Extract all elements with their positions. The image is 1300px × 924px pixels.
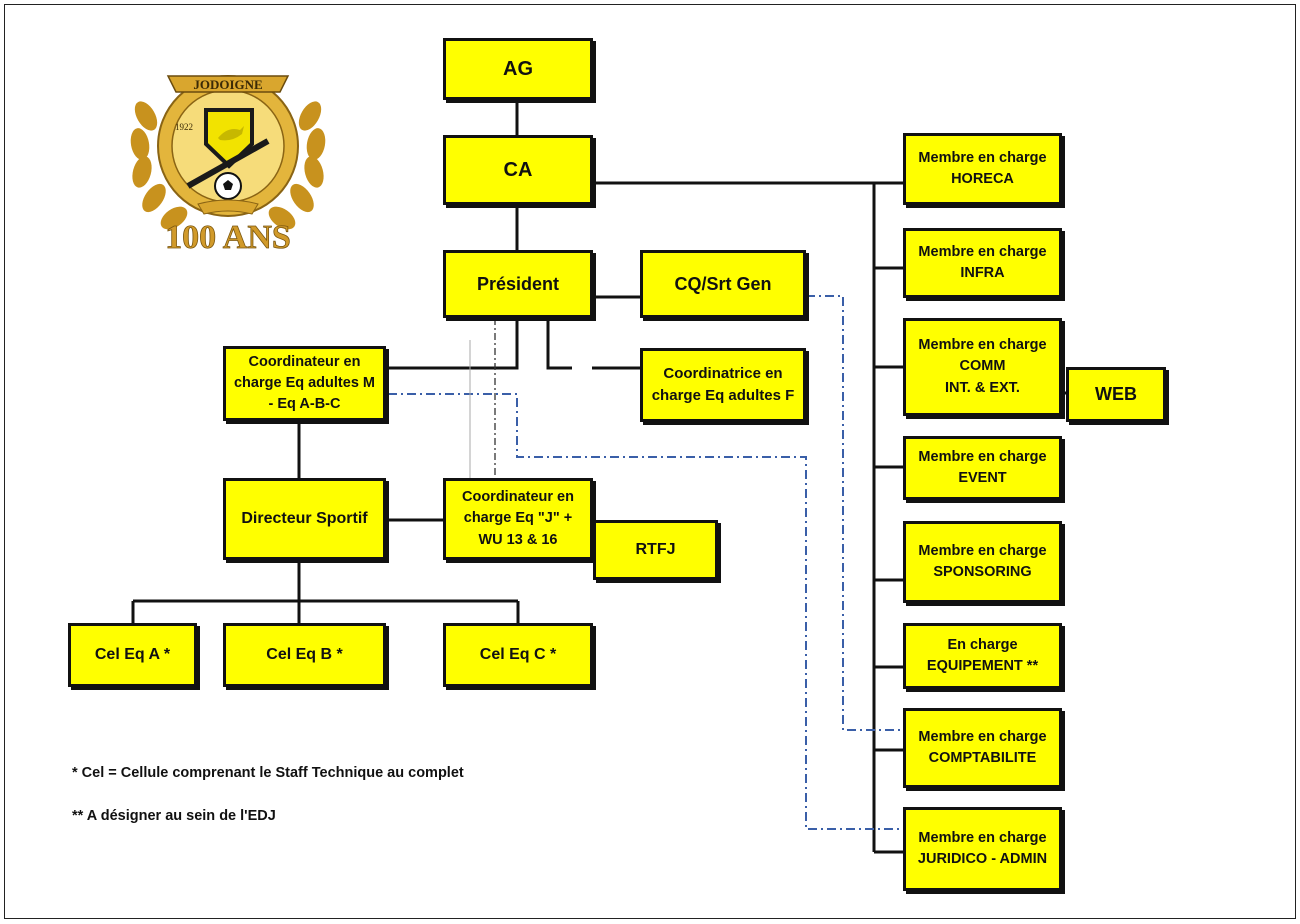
footnote-cel: * Cel = Cellule comprenant le Staff Tech… [72,765,464,781]
box-comm: Membre en charge COMM INT. & EXT. [903,318,1062,416]
box-web: WEB [1066,367,1166,422]
ribbon-icon [197,199,259,215]
box-coordinatrice-adultes-f: Coordinatrice en charge Eq adultes F [640,348,806,422]
box-president: Président [443,250,593,318]
box-horeca: Membre en charge HORECA [903,133,1062,205]
thin-connectors [469,318,496,478]
box-event: Membre en charge EVENT [903,436,1062,500]
dashed-connectors [388,295,903,830]
box-coordinateur-j: Coordinateur en charge Eq "J" + WU 13 & … [443,478,593,560]
dashed-cq-comptabilite [806,295,903,731]
solid-connectors [131,100,1066,854]
box-equipement: En charge EQUIPEMENT ** [903,623,1062,689]
line-president-coord-f-a [546,318,572,370]
box-juridico-admin: Membre en charge JURIDICO - ADMIN [903,807,1062,891]
box-cel-eq-a: Cel Eq A * [68,623,197,687]
logo-banner-text: JODOIGNE [193,77,262,92]
logo-anniversary-text: 100 ANS [165,219,291,256]
box-cel-eq-c: Cel Eq C * [443,623,593,687]
footnote-edj: ** A désigner au sein de l'EDJ [72,808,276,824]
box-infra: Membre en charge INFRA [903,228,1062,298]
bird-icon [218,126,244,141]
box-cel-eq-b: Cel Eq B * [223,623,386,687]
box-comptabilite: Membre en charge COMPTABILITE [903,708,1062,788]
banner-icon [166,75,290,93]
box-cq-srt-gen: CQ/Srt Gen [640,250,806,318]
dashed-coord-m-juridico [388,393,903,830]
box-ag: AG [443,38,593,100]
box-ca: CA [443,135,593,205]
box-rtfj: RTFJ [593,520,718,580]
box-directeur-sportif: Directeur Sportif [223,478,386,560]
club-logo: JODOIGNE 1922 100 ANS [130,75,326,256]
laurel-icon [130,101,326,230]
box-coordinateur-adultes-m: Coordinateur en charge Eq adultes M - Eq… [223,346,386,421]
line-president-coord-m [388,318,519,370]
box-sponsoring: Membre en charge SPONSORING [903,521,1062,603]
logo-year-text: 1922 [175,122,193,132]
